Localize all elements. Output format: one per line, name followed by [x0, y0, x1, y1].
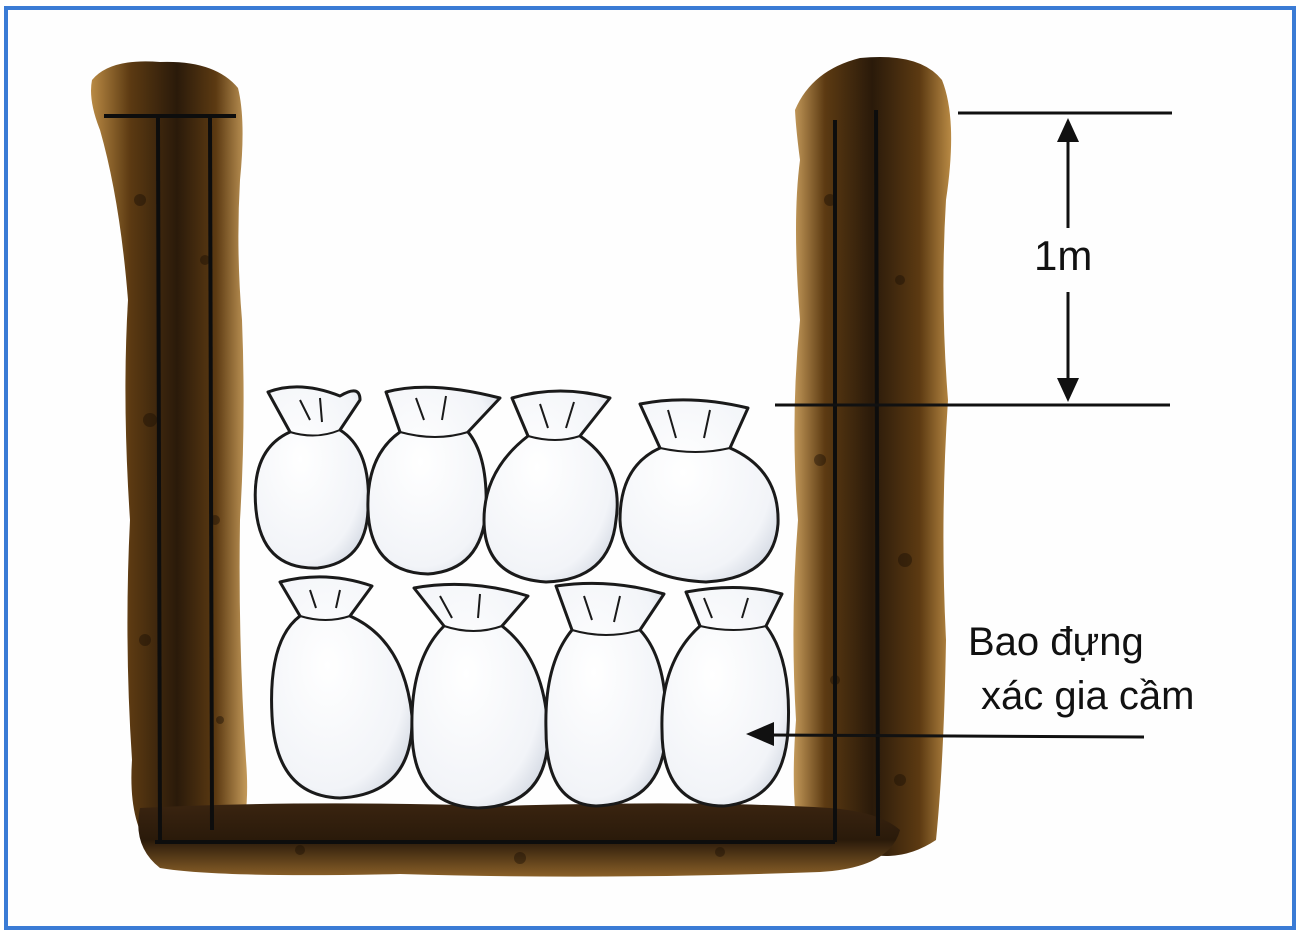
arrow-down-icon [1057, 378, 1079, 402]
bag [484, 391, 617, 582]
bag [620, 400, 778, 582]
bag [662, 587, 789, 806]
arrow-up-icon [1057, 118, 1079, 142]
bag [368, 387, 500, 574]
bag [546, 583, 666, 806]
bag-label-line1: Bao đựng [968, 620, 1144, 665]
bags-bottom-row [272, 577, 789, 808]
bag-label-line2: xác gia cầm [981, 674, 1194, 719]
dimension-label: 1m [1032, 232, 1094, 280]
bags-top-row [255, 387, 778, 582]
bag [255, 387, 368, 568]
left-pit-wall [91, 61, 247, 848]
bag [412, 584, 548, 808]
bag [272, 577, 412, 798]
